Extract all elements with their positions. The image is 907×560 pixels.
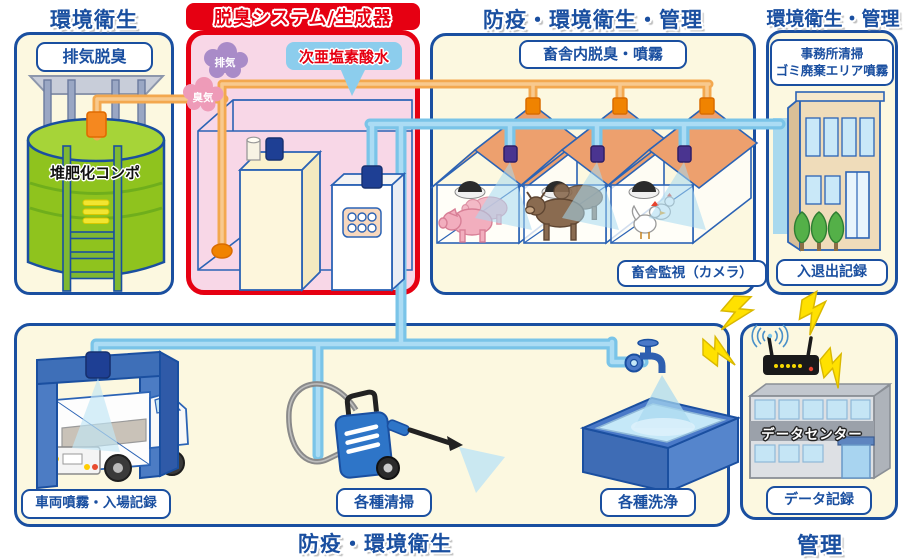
datacenter-entrance bbox=[841, 444, 871, 479]
header-bottom: 防疫・環境衛生 bbox=[298, 532, 452, 556]
pressure-washer bbox=[286, 381, 505, 493]
barn-chickens bbox=[604, 103, 759, 245]
label-washing: 各種洗浄 bbox=[600, 488, 696, 517]
spray-cone bbox=[72, 378, 120, 452]
label-exhaust-cloud: 排気 bbox=[214, 57, 236, 69]
label-datacenter: データセンター bbox=[761, 427, 863, 443]
tank-canopy bbox=[27, 75, 166, 95]
barn-spray-nozzles bbox=[475, 145, 706, 230]
label-office-line2: ゴミ廃棄エリア噴霧 bbox=[775, 62, 889, 78]
spray-cone bbox=[562, 162, 619, 230]
exhaust-cloud-icon bbox=[204, 42, 248, 78]
dome-camera-icon bbox=[628, 181, 660, 199]
machine-odor-inlet bbox=[211, 243, 233, 259]
office-spray-wash bbox=[773, 118, 788, 234]
label-office-line1: 事務所清掃 bbox=[800, 46, 864, 62]
callout-pointer bbox=[340, 68, 366, 96]
callout-text: 次亜塩素酸水 bbox=[298, 47, 389, 66]
tank-vent bbox=[82, 199, 110, 224]
dome-camera-icon bbox=[454, 181, 486, 199]
datacenter-building bbox=[747, 383, 893, 480]
label-barn-camera: 畜舎監視（カメラ） bbox=[617, 260, 767, 287]
system-title-banner: 脱臭システム/生成器 bbox=[186, 3, 420, 30]
vent-cap bbox=[265, 137, 284, 161]
router-icon bbox=[763, 336, 819, 375]
label-data-record: データ記録 bbox=[766, 486, 872, 515]
datacenter-windows bbox=[754, 399, 871, 463]
label-cleaning: 各種清掃 bbox=[336, 488, 432, 517]
system-title: 脱臭システム/生成器 bbox=[213, 7, 393, 29]
label-entry-exit: 入退出記録 bbox=[776, 259, 888, 286]
tank-odor-outlet bbox=[86, 111, 107, 138]
vehicle-spray-gate bbox=[36, 350, 189, 490]
lightning-icon bbox=[696, 332, 742, 372]
generator-machine bbox=[329, 165, 407, 293]
wifi-waves-icon bbox=[751, 324, 789, 348]
label-odor-cloud: 臭気 bbox=[192, 92, 214, 104]
header-management: 管理 bbox=[796, 534, 843, 559]
callout-hypochlorous-water: 次亜塩素酸水 bbox=[286, 42, 402, 70]
gate-nozzle bbox=[85, 351, 111, 379]
office-building bbox=[773, 91, 885, 252]
deodorizer-machine bbox=[237, 136, 323, 293]
spray-cone bbox=[475, 162, 532, 230]
lightning-icons bbox=[696, 288, 858, 393]
tank-ladder bbox=[62, 145, 123, 292]
label-office-tasks: 事務所清掃 ゴミ廃棄エリア噴霧 bbox=[770, 39, 894, 86]
odor-cloud-icon bbox=[183, 77, 224, 112]
faucet-icon bbox=[624, 338, 695, 436]
water-outlet-cap bbox=[361, 165, 383, 189]
lightning-icon bbox=[792, 289, 834, 338]
header-env-hygiene: 環境衛生 bbox=[50, 8, 138, 32]
spray-cone bbox=[634, 375, 694, 428]
roof-duct-connectors bbox=[525, 97, 715, 115]
label-exhaust-deodor: 排気脱臭 bbox=[36, 42, 153, 72]
label-barn-spray: 畜舎内脱臭・噴霧 bbox=[519, 40, 687, 69]
header-office: 環境衛生・管理 bbox=[766, 8, 900, 30]
label-compost: 堆肥化コンポ bbox=[49, 164, 140, 182]
trees-icon bbox=[793, 211, 845, 251]
header-barns: 防疫・環境衛生・管理 bbox=[483, 8, 703, 32]
spray-cone bbox=[459, 447, 505, 493]
lightning-icon bbox=[714, 288, 758, 338]
label-vehicle-spray: 車両噴霧・入場記録 bbox=[21, 489, 171, 519]
washer-lance bbox=[407, 427, 453, 446]
office-windows bbox=[805, 117, 875, 205]
spray-cone bbox=[649, 162, 706, 230]
